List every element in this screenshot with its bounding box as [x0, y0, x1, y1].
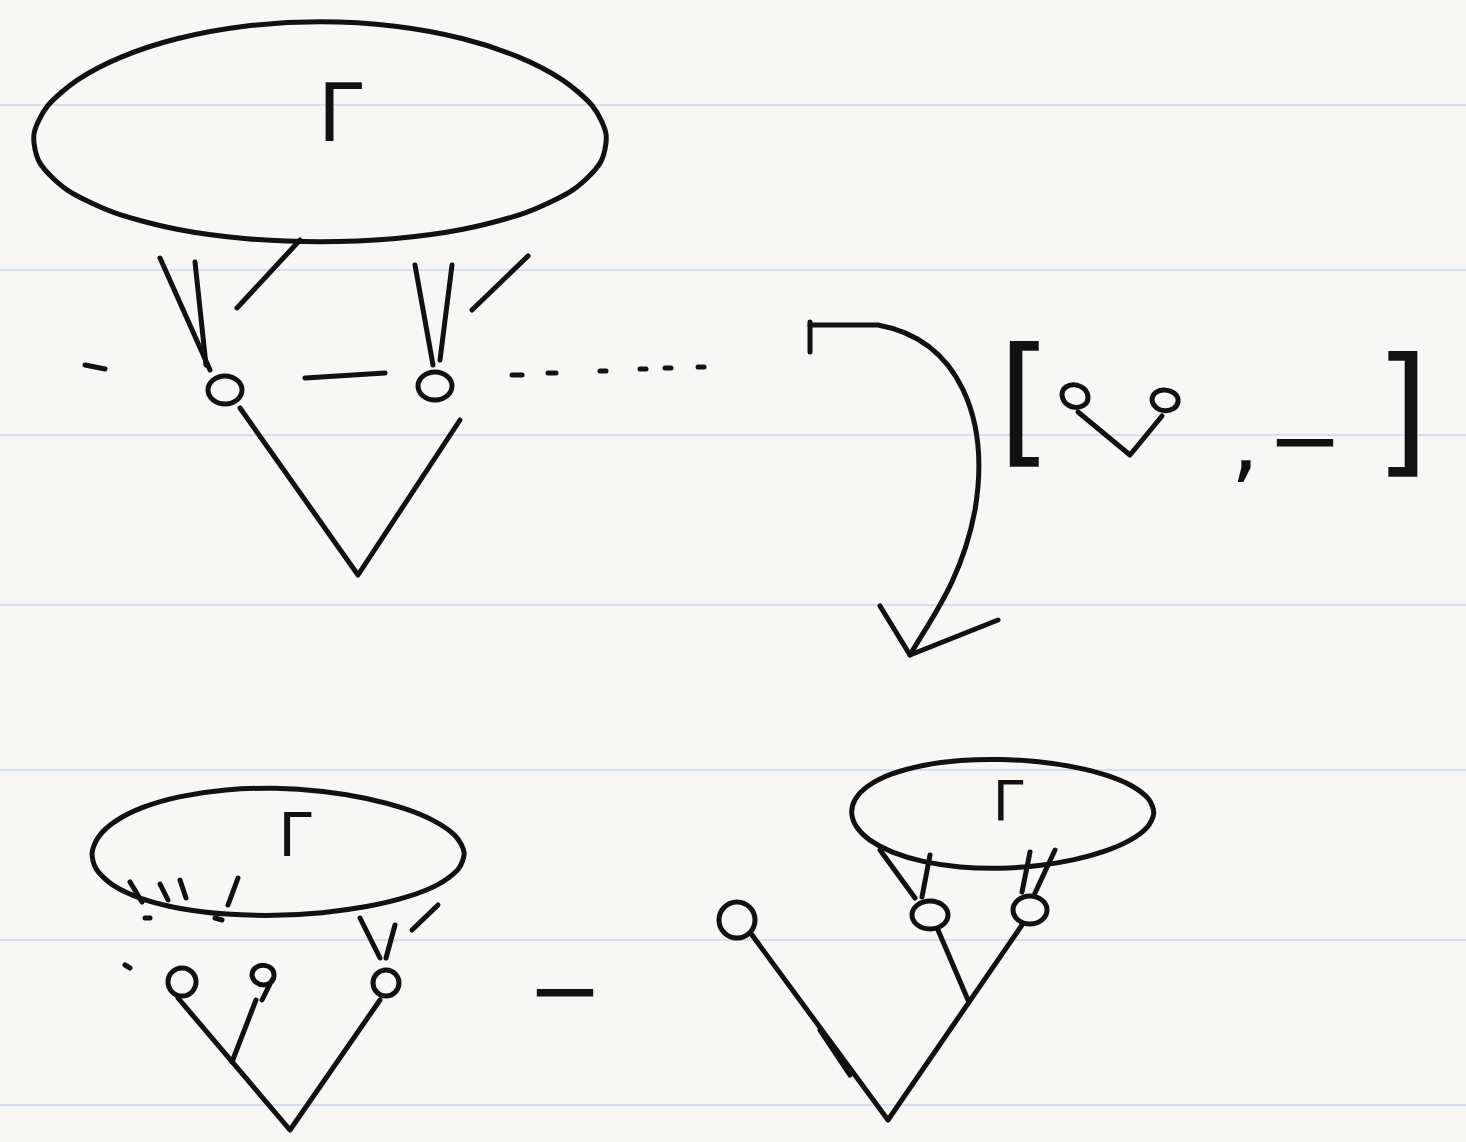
- graph-ellipse: Γ: [845, 755, 1155, 872]
- graph-ellipse: Γ: [85, 785, 465, 920]
- bracket-symbol: ]: [1375, 340, 1430, 480]
- graph-symbol: Γ: [993, 771, 1024, 832]
- ellipse-path: [92, 788, 464, 915]
- bracket-symbol: −: [527, 945, 602, 1035]
- bracket-symbol: ,: [1231, 395, 1260, 485]
- ellipse-outline: [85, 785, 465, 920]
- graph-ellipse: Γ: [30, 20, 610, 248]
- ellipse-path: [34, 22, 606, 242]
- bracket-symbol: −: [1267, 395, 1342, 485]
- graph-symbol: Γ: [318, 70, 363, 158]
- ellipse-path: [852, 759, 1154, 868]
- bracket-symbol: [: [998, 330, 1053, 470]
- graph-symbol: Γ: [278, 802, 311, 868]
